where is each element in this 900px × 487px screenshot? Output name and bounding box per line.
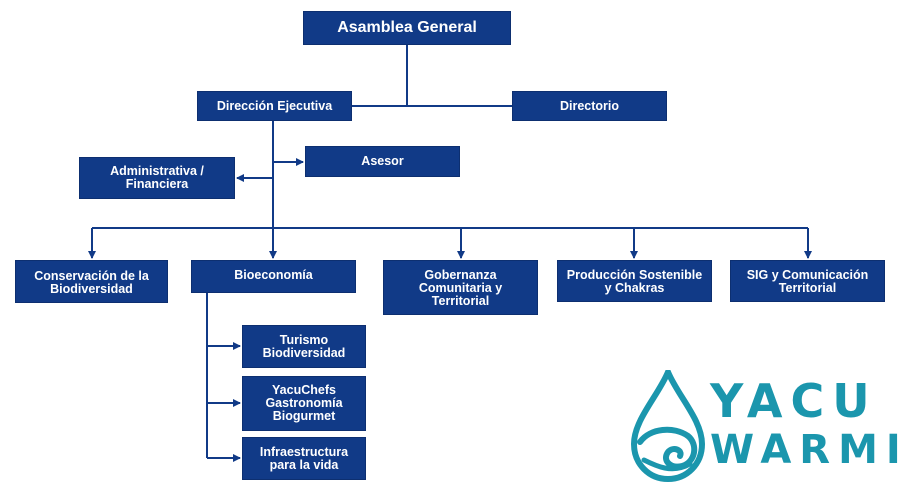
node-infraestructura: Infraestructura para la vida [242, 437, 366, 480]
node-label: Producción Sostenible y Chakras [566, 268, 703, 295]
node-label: Bioeconomía [234, 268, 313, 282]
node-produccion-sostenible: Producción Sostenible y Chakras [557, 260, 712, 302]
node-label: Administrativa / Financiera [110, 164, 204, 191]
node-label: Gobernanza Comunitaria y Territorial [418, 268, 503, 308]
node-label: Turismo Biodiversidad [262, 332, 346, 360]
node-label: Directorio [559, 98, 620, 113]
logo-text-line1: YACU [710, 374, 878, 428]
node-directorio: Directorio [512, 91, 667, 121]
node-turismo-biodiversidad: Turismo Biodiversidad [242, 325, 366, 368]
node-label: Conservación de la Biodiversidad [34, 269, 149, 296]
node-administrativa-financiera: Administrativa / Financiera [79, 157, 235, 199]
node-label: YacuChefs Gastronomía Biogurmet [265, 383, 343, 423]
node-label: Asamblea General [337, 19, 477, 36]
logo-text-line2: WARMI [710, 427, 900, 473]
node-conservacion-biodiversidad: Conservación de la Biodiversidad [15, 260, 168, 303]
node-label: Infraestructura para la vida [259, 444, 349, 472]
node-direccion-ejecutiva: Dirección Ejecutiva [197, 91, 352, 121]
node-label: Dirección Ejecutiva [216, 98, 333, 113]
node-sig-comunicacion: SIG y Comunicación Territorial [730, 260, 885, 302]
node-asamblea-general: Asamblea General [303, 11, 511, 45]
water-drop-wave-icon [630, 370, 706, 482]
node-label: Asesor [361, 154, 404, 168]
node-asesor: Asesor [305, 146, 460, 177]
yacu-warmi-logo: YACU WARMI [628, 370, 900, 482]
node-label: SIG y Comunicación Territorial [746, 268, 869, 295]
node-gobernanza-territorial: Gobernanza Comunitaria y Territorial [383, 260, 538, 315]
node-bioeconomia: Bioeconomía [191, 260, 356, 293]
node-yacuchefs: YacuChefs Gastronomía Biogurmet [242, 376, 366, 431]
